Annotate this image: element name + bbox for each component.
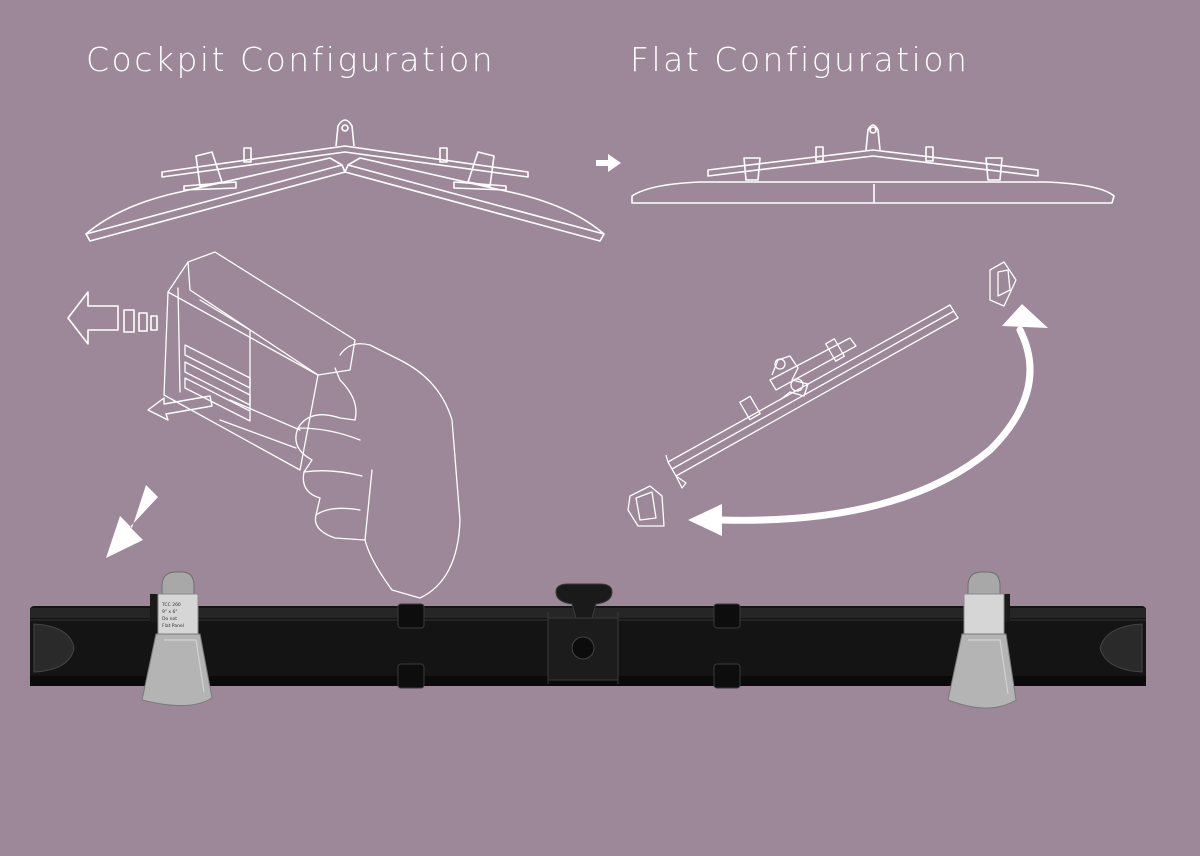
left-arrow-icon [67, 291, 158, 345]
curved-arrow-icon [688, 304, 1048, 536]
right-arrow-icon [596, 154, 621, 172]
clamp-label: TCC 260 9" x 6" Do not Flat Panel [161, 602, 184, 629]
flat-configuration-title: Flat Configuration [630, 40, 970, 79]
end-cap-removal-drawing [163, 251, 461, 599]
down-left-arrow-icon [106, 485, 158, 558]
clamp-label-line: 9" x 6" [162, 609, 177, 615]
cockpit-configuration-title: Cockpit Configuration [86, 40, 496, 79]
left-clamp [141, 571, 213, 707]
clamp-label-line: Do not [162, 616, 177, 622]
monitor-bar-product [30, 583, 1146, 689]
clamp-label-line: Flat Panel [162, 623, 184, 629]
right-clamp [947, 571, 1017, 709]
flat-monitors-drawing [631, 124, 1115, 204]
down-left-pull-arrow-icon [147, 395, 213, 421]
clamp-rotation-drawing [627, 261, 1017, 527]
cockpit-monitors-drawing [85, 119, 605, 242]
clamp-label-line: TCC 260 [161, 602, 181, 608]
